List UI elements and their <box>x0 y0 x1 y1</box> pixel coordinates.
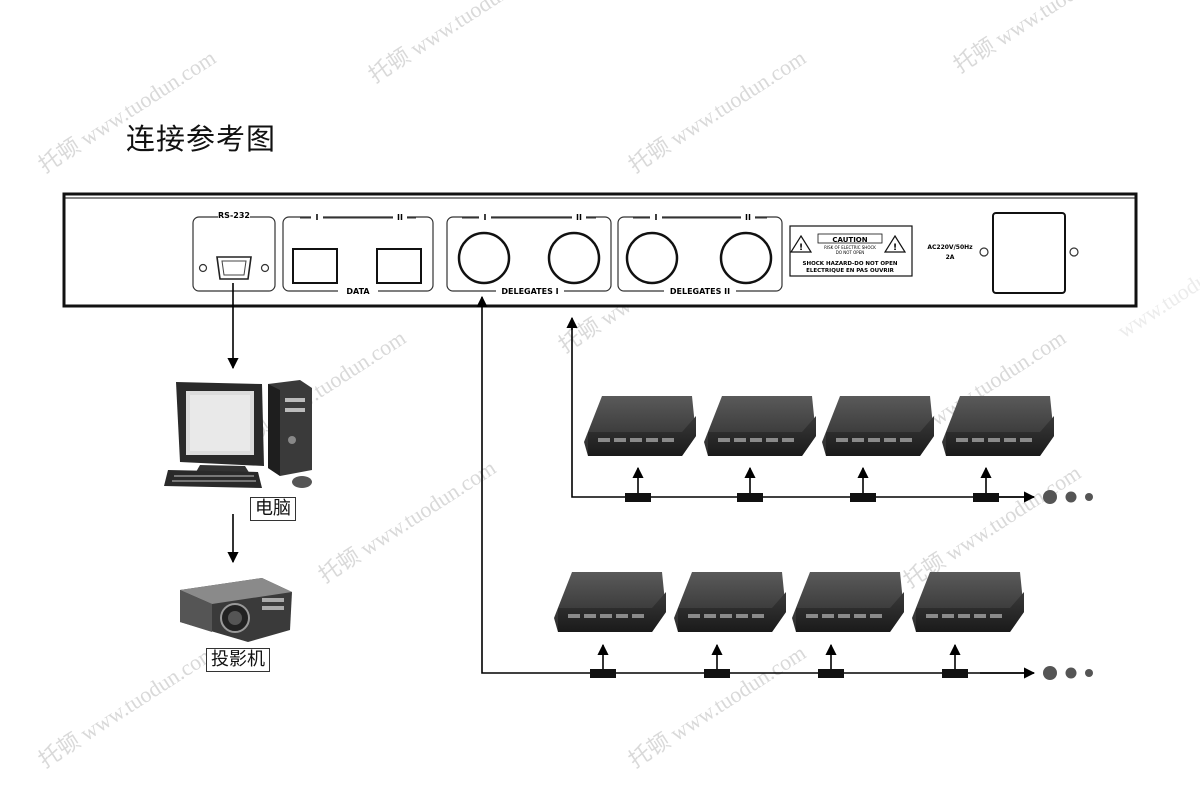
delegate-units-row-1 <box>584 396 1054 456</box>
delegate-units-row-2 <box>554 572 1024 632</box>
data-ports: I II DATA <box>282 212 434 296</box>
cables <box>227 283 1036 679</box>
data-port-2-label: II <box>397 213 403 222</box>
svg-text:!: ! <box>893 243 897 253</box>
delegate-unit <box>912 572 1024 632</box>
delegates-1-port-2-label: II <box>576 213 582 222</box>
delegates-2-label: DELEGATES II <box>670 287 730 296</box>
power-input: AC220V/50Hz 2A <box>927 212 1079 294</box>
caution-line-3: SHOCK HAZARD-DO NOT OPEN <box>803 261 898 267</box>
continuation-dots-lower <box>1043 666 1093 680</box>
delegate-unit <box>704 396 816 456</box>
delegate-unit <box>584 396 696 456</box>
delegates-2-port-1-label: I <box>655 213 658 222</box>
delegate-unit <box>942 396 1054 456</box>
delegate-unit <box>554 572 666 632</box>
rs232-port: RS-232 <box>192 210 276 292</box>
data-port-1-label: I <box>316 213 319 222</box>
power-spec-line-1: AC220V/50Hz <box>927 244 973 251</box>
caution-line-4: ELECTRIQUE EN PAS OUVRIR <box>806 268 895 274</box>
delegate-unit <box>674 572 786 632</box>
projector-icon <box>180 578 292 642</box>
page-title: 连接参考图 <box>126 122 277 156</box>
caution-line-2: DO NOT OPEN <box>836 250 864 255</box>
rear-panel: RS-232 I II DATA I II <box>62 192 1138 308</box>
projector-label: 投影机 <box>206 648 270 672</box>
continuation-dots-upper <box>1043 490 1093 504</box>
delegates-2-port-2-label: II <box>745 213 751 222</box>
caution-label: ! ! CAUTION RISK OF ELECTRIC SHOCK DO NO… <box>789 225 913 277</box>
rs232-label: RS-232 <box>218 211 250 220</box>
computer-icon <box>164 380 312 488</box>
caution-title: CAUTION <box>832 236 867 244</box>
bus-taps <box>590 466 999 678</box>
power-spec-line-2: 2A <box>946 254 955 261</box>
delegate-unit <box>792 572 904 632</box>
caution-line-1: RISK OF ELECTRIC SHOCK <box>824 245 876 250</box>
delegates-1-label: DELEGATES I <box>501 287 558 296</box>
delegates-1-port-1-label: I <box>484 213 487 222</box>
computer-label: 电脑 <box>250 497 296 521</box>
data-label: DATA <box>346 287 370 296</box>
delegates-1-ports: I II DELEGATES I <box>446 212 612 296</box>
delegate-unit <box>822 396 934 456</box>
delegates-2-ports: I II DELEGATES II <box>617 212 783 296</box>
svg-text:!: ! <box>799 243 803 253</box>
